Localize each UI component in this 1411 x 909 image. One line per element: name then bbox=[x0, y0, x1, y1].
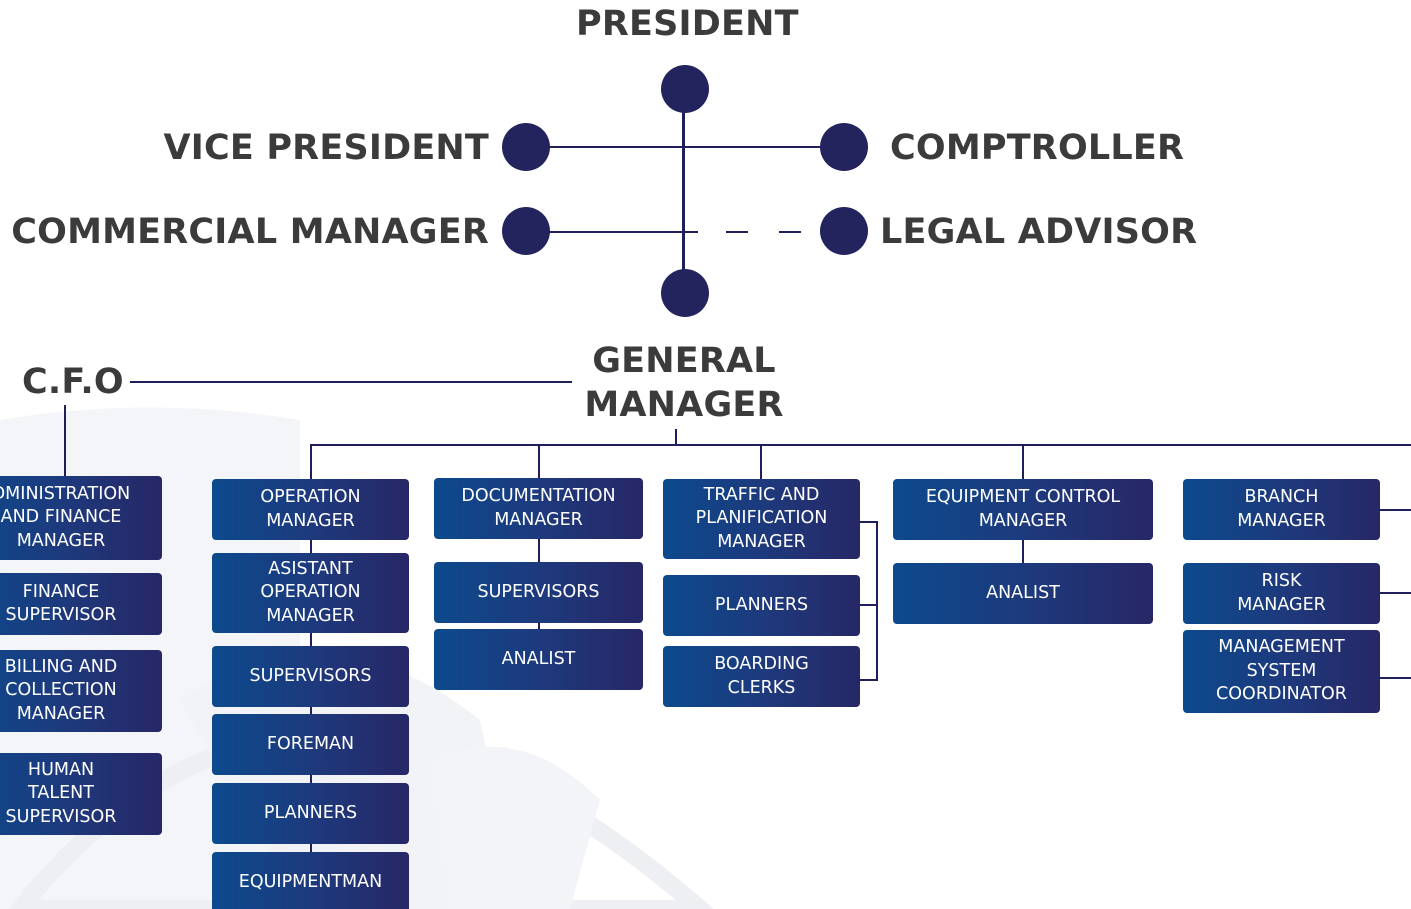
traffic-bracket-mid bbox=[855, 604, 877, 606]
commercial-manager-title: COMMERCIAL MANAGER bbox=[11, 212, 489, 252]
admin-finance-manager-box: DMINISTRATION AND FINANCE MANAGER bbox=[0, 476, 162, 560]
op-drop-line bbox=[310, 444, 312, 480]
mgmt-link-line bbox=[1377, 677, 1411, 679]
legal-advisor-title: LEGAL ADVISOR bbox=[880, 212, 1198, 252]
operation-planners-label: PLANNERS bbox=[263, 802, 358, 823]
president-node bbox=[661, 65, 709, 113]
equipmentman-label: EQUIPMENTMAN bbox=[238, 871, 383, 892]
branch-manager-box: BRANCH MANAGER bbox=[1183, 479, 1380, 540]
traffic-drop-line bbox=[760, 444, 762, 480]
commercial-manager-node bbox=[502, 207, 550, 255]
branch-manager-label: BRANCH MANAGER bbox=[1237, 487, 1326, 531]
documentation-manager-box: DOCUMENTATION MANAGER bbox=[434, 478, 643, 539]
operation-manager-label: OPERATION MANAGER bbox=[260, 487, 361, 531]
cfo-line bbox=[130, 381, 572, 383]
operation-planners-box: PLANNERS bbox=[212, 783, 409, 844]
cfo-title: C.F.O bbox=[22, 362, 124, 402]
billing-collection-manager-box: BILLING AND COLLECTION MANAGER bbox=[0, 650, 162, 732]
documentation-manager-label: DOCUMENTATION MANAGER bbox=[461, 486, 616, 530]
equip-drop-line bbox=[1022, 444, 1024, 480]
comptroller-title: COMPTROLLER bbox=[890, 128, 1185, 168]
foreman-label: FOREMAN bbox=[266, 733, 355, 754]
risk-link-line bbox=[1377, 592, 1411, 594]
equipmentman-box: EQUIPMENTMAN bbox=[212, 852, 409, 909]
legal-dash-1 bbox=[726, 231, 748, 233]
equipment-control-manager-label: EQUIPMENT CONTROL MANAGER bbox=[925, 487, 1121, 531]
human-talent-supervisor-label: HUMAN TALENT SUPERVISOR bbox=[5, 759, 117, 827]
traffic-bracket-top bbox=[855, 521, 877, 523]
vice-president-title: VICE PRESIDENT bbox=[163, 128, 489, 168]
asistant-operation-manager-box: ASISTANT OPERATION MANAGER bbox=[212, 553, 409, 633]
equipment-analist-box: ANALIST bbox=[893, 563, 1153, 624]
foreman-box: FOREMAN bbox=[212, 714, 409, 775]
equipment-analist-label: ANALIST bbox=[986, 582, 1060, 603]
general-manager-node bbox=[661, 269, 709, 317]
traffic-planners-label: PLANNERS bbox=[714, 594, 809, 615]
doc-drop-line bbox=[538, 444, 540, 480]
documentation-supervisors-label: SUPERVISORS bbox=[477, 581, 600, 602]
documentation-supervisors-box: SUPERVISORS bbox=[434, 562, 643, 623]
billing-collection-manager-label: BILLING AND COLLECTION MANAGER bbox=[4, 656, 118, 724]
traffic-planification-manager-label: TRAFFIC AND PLANIFICATION MANAGER bbox=[695, 484, 828, 552]
vp-comptroller-line bbox=[526, 146, 844, 148]
legal-advisor-node bbox=[820, 207, 868, 255]
risk-manager-label: RISK MANAGER bbox=[1237, 571, 1326, 615]
finance-supervisor-box: FINANCE SUPERVISOR bbox=[0, 573, 162, 635]
president-title: PRESIDENT bbox=[576, 4, 799, 44]
gm-down-line bbox=[675, 429, 677, 445]
boarding-clerks-box: BOARDING CLERKS bbox=[663, 646, 860, 707]
gm-bus-line bbox=[310, 444, 1411, 446]
branch-link-line bbox=[1377, 509, 1411, 511]
operation-supervisors-box: SUPERVISORS bbox=[212, 646, 409, 707]
operation-supervisors-label: SUPERVISORS bbox=[249, 665, 372, 686]
cfo-down-line bbox=[64, 405, 66, 477]
commercial-line bbox=[526, 231, 698, 233]
general-manager-title: GENERAL MANAGER bbox=[584, 341, 784, 425]
traffic-bracket-vertical bbox=[876, 521, 878, 681]
documentation-analist-box: ANALIST bbox=[434, 629, 643, 690]
management-system-coordinator-box: MANAGEMENT SYSTEM COORDINATOR bbox=[1183, 630, 1380, 713]
equip-vertical-line bbox=[1022, 530, 1024, 570]
asistant-operation-manager-label: ASISTANT OPERATION MANAGER bbox=[260, 558, 361, 626]
traffic-planners-box: PLANNERS bbox=[663, 575, 860, 636]
comptroller-node bbox=[820, 123, 868, 171]
documentation-analist-label: ANALIST bbox=[501, 648, 576, 669]
traffic-bracket-bottom bbox=[855, 679, 877, 681]
boarding-clerks-label: BOARDING CLERKS bbox=[714, 654, 809, 698]
human-talent-supervisor-box: HUMAN TALENT SUPERVISOR bbox=[0, 753, 162, 835]
vice-president-node bbox=[502, 123, 550, 171]
traffic-planification-manager-box: TRAFFIC AND PLANIFICATION MANAGER bbox=[663, 479, 860, 559]
equipment-control-manager-box: EQUIPMENT CONTROL MANAGER bbox=[893, 479, 1153, 540]
management-system-coordinator-label: MANAGEMENT SYSTEM COORDINATOR bbox=[1216, 637, 1347, 705]
risk-manager-box: RISK MANAGER bbox=[1183, 563, 1380, 624]
operation-manager-box: OPERATION MANAGER bbox=[212, 479, 409, 540]
president-trunk-line bbox=[682, 88, 685, 293]
legal-dash-2 bbox=[779, 231, 801, 233]
finance-supervisor-label: FINANCE SUPERVISOR bbox=[5, 581, 117, 626]
admin-finance-manager-label: DMINISTRATION AND FINANCE MANAGER bbox=[0, 483, 131, 551]
